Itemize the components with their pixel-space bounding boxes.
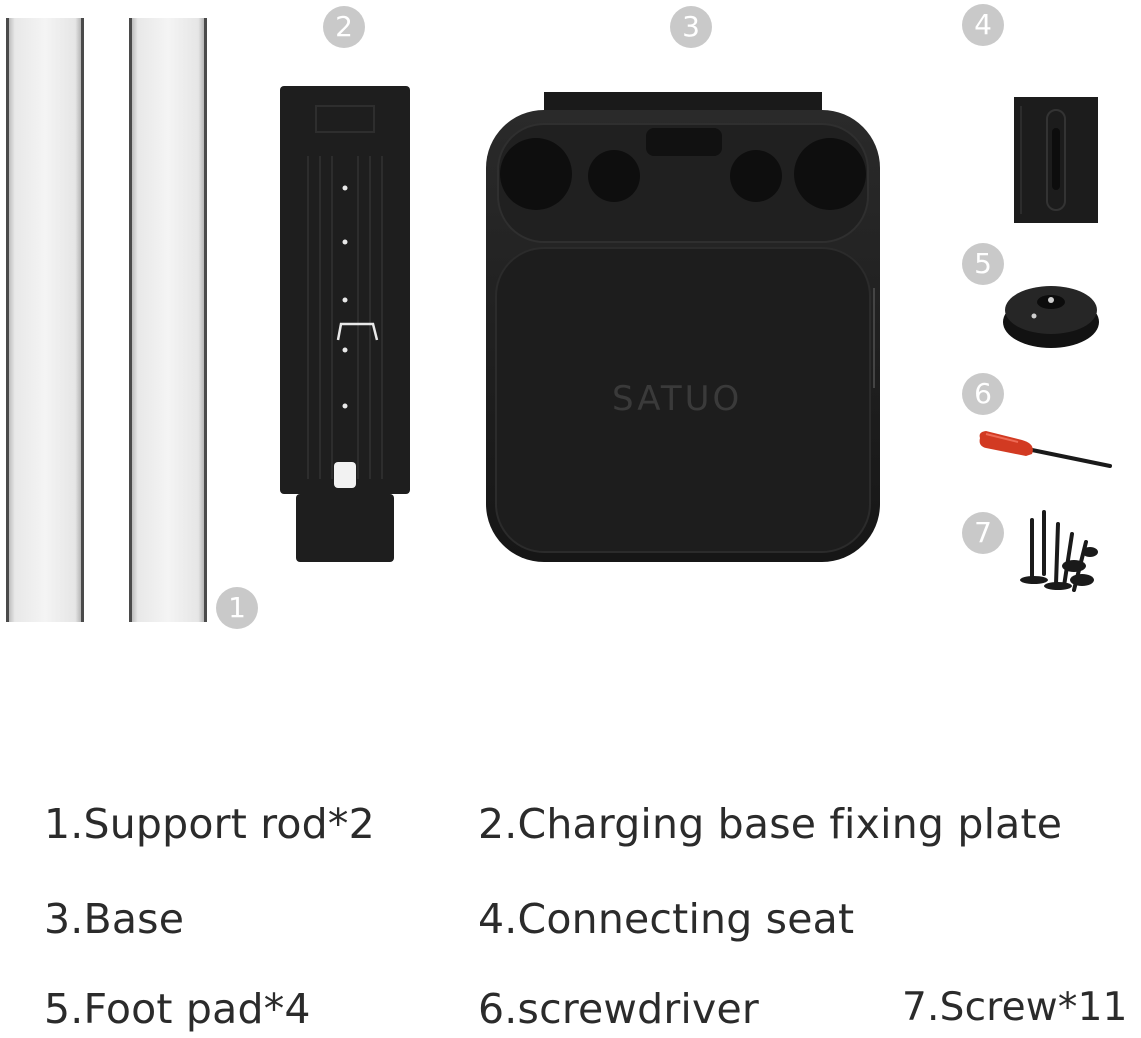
screwdriver-image xyxy=(979,431,1112,468)
caption-connecting-seat: 4.Connecting seat xyxy=(478,895,855,943)
connecting-seat-image xyxy=(1014,97,1098,223)
caption-screwdriver: 6.screwdriver xyxy=(478,985,759,1033)
foot-pad-image xyxy=(1003,286,1099,348)
fixing-plate-image xyxy=(280,86,410,562)
base-image: SATUO xyxy=(486,92,880,562)
caption-foot-pad: 5.Foot pad*4 xyxy=(44,985,311,1033)
base-brand-logo: SATUO xyxy=(612,379,742,419)
caption-base: 3.Base xyxy=(44,895,185,943)
marker-6: 6 xyxy=(962,373,1004,415)
caption-support-rod: 1.Support rod*2 xyxy=(44,800,375,848)
support-rod-right xyxy=(129,18,207,622)
marker-5: 5 xyxy=(962,243,1004,285)
caption-screw: 7.Screw*11 xyxy=(902,985,1128,1030)
screws-image xyxy=(1020,510,1098,592)
marker-4: 4 xyxy=(962,4,1004,46)
marker-2: 2 xyxy=(323,6,365,48)
marker-7: 7 xyxy=(962,512,1004,554)
marker-1: 1 xyxy=(216,587,258,629)
marker-3: 3 xyxy=(670,6,712,48)
support-rod-left xyxy=(6,18,84,622)
caption-fixing-plate: 2.Charging base fixing plate xyxy=(478,800,1063,848)
